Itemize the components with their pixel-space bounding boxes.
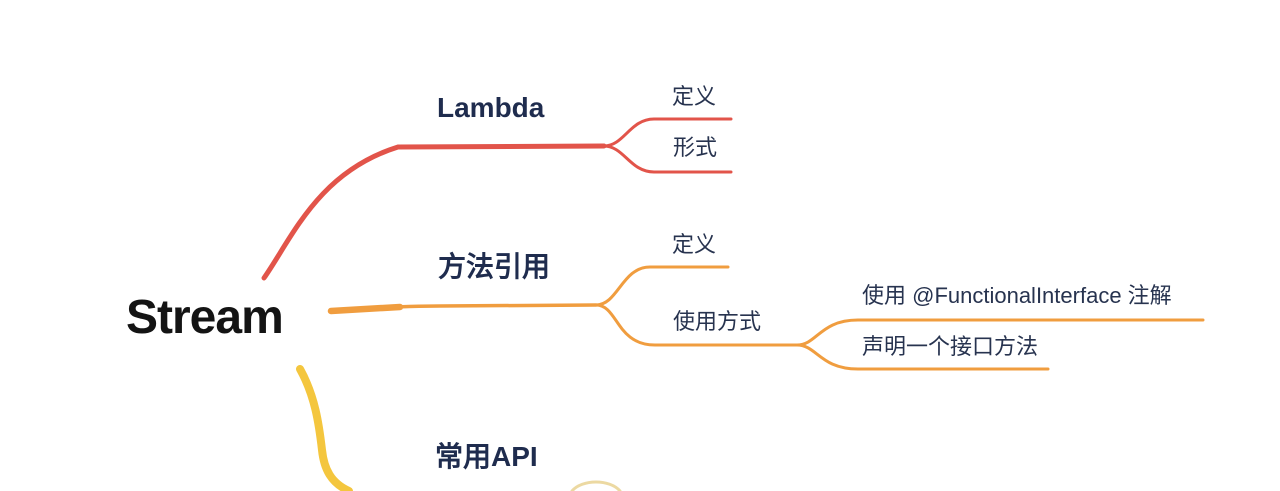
usage-child-declare-line [795,343,1050,371]
method-ref-child-usage-line [594,303,799,347]
branch-node-common-api[interactable]: 常用API [435,441,538,472]
lambda-child-form-line [602,144,733,174]
lambda-child-definition-line [602,117,733,148]
root-node-stream[interactable]: Stream [126,291,284,344]
leaf-node-functional-interface-annotation[interactable]: 使用 @FunctionalInterface 注解 [862,283,1172,308]
branch-node-lambda[interactable]: Lambda [437,92,545,123]
lambda-branch-line [261,143,607,281]
method-ref-child-definition-line [594,265,730,307]
common-api-sub-line-partial [570,480,622,491]
leaf-node-method-ref-definition[interactable]: 定义 [672,232,717,257]
usage-child-annotation-line [795,318,1205,347]
leaf-node-method-ref-usage[interactable]: 使用方式 [673,309,762,334]
branch-node-method-reference[interactable]: 方法引用 [438,251,551,282]
leaf-node-declare-interface-method[interactable]: 声明一个接口方法 [862,334,1039,359]
leaf-node-lambda-definition[interactable]: 定义 [672,84,717,109]
leaf-node-lambda-form[interactable]: 形式 [673,135,718,160]
method-ref-branch-line [329,303,598,313]
common-api-branch-line [296,365,353,491]
